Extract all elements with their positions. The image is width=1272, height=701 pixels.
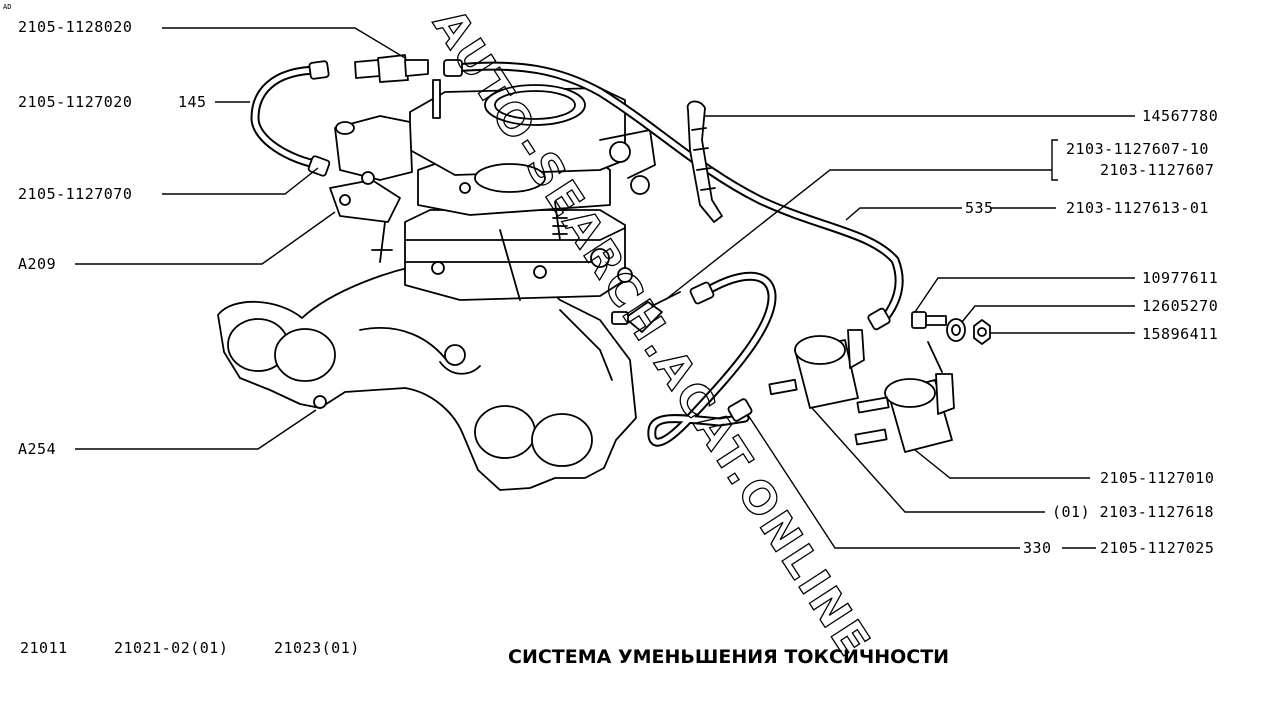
model-code: 21023(01) [274,639,360,657]
washer-part [946,318,966,342]
label-hose-long: 2103-1127613-01 [1066,199,1209,217]
label-washer: 12605270 [1142,297,1218,315]
label-hose-loop-length: 330 [1023,539,1052,557]
valve-upper-part [768,329,865,409]
carburetor [329,79,656,301]
model-code: 21021-02(01) [114,639,228,657]
clamp-part [686,100,723,223]
corner-mark: AD [3,3,11,11]
fuel-fitting-part [354,54,429,83]
label-tee-b: 2103-1127607 [1100,161,1214,179]
label-nut: 15896411 [1142,325,1218,343]
hose-long [443,59,904,331]
hose-left [250,60,331,177]
label-tee-a: 2103-1127607-10 [1066,140,1209,158]
intake-manifold [217,261,637,491]
label-hose-left: 2105-1127020 [18,93,132,111]
nut-part [973,319,991,345]
label-valve-a: 2105-1127010 [1100,469,1214,487]
hose-loop [647,271,777,447]
label-fitting-left: 2105-1127070 [18,185,132,203]
model-code: 21011 [20,639,68,657]
diagram-title: СИСТЕМА УМЕНЬШЕНИЯ ТОКСИЧНОСТИ [508,646,949,668]
label-clamp: 14567780 [1142,107,1218,125]
label-hose-left-length: 145 [178,93,207,111]
label-valve-b: (01) 2103-1127618 [1052,503,1214,521]
leader-lines [75,27,1135,549]
valve-lower-part [854,373,955,453]
bolt-part [911,311,947,329]
label-ref-a254: A254 [18,440,56,458]
label-bolt: 10977611 [1142,269,1218,287]
label-hose-long-length: 535 [965,199,994,217]
label-fuel-fitting: 2105-1128020 [18,18,132,36]
label-hose-loop: 2105-1127025 [1100,539,1214,557]
label-ref-a209: A209 [18,255,56,273]
